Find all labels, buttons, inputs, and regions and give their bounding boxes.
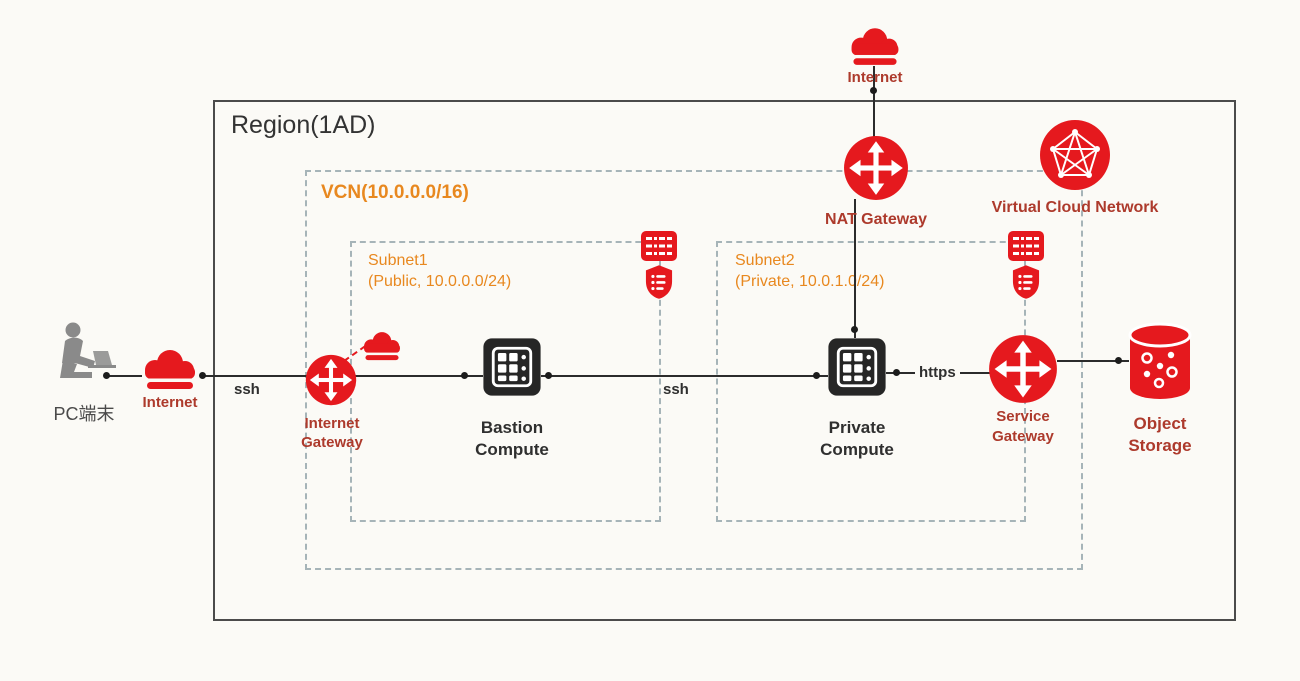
- internet-gateway-icon: [305, 354, 357, 406]
- subnet2-cidr: (Private, 10.0.1.0/24): [735, 273, 885, 290]
- internet-top-label: Internet: [847, 69, 903, 86]
- service-gateway-label: Service Gateway: [992, 408, 1054, 445]
- subnet1-title: Subnet1: [368, 252, 428, 269]
- ssh-label-mid: ssh: [663, 381, 689, 398]
- endpoint-dot: [813, 372, 820, 379]
- internet-cloud-icon: [845, 27, 905, 67]
- internet-cloud-icon: [138, 349, 202, 391]
- person-icon: [46, 320, 118, 384]
- service-gateway-icon: [988, 334, 1058, 404]
- edge-internet-nat: [873, 66, 875, 137]
- vcn-boundary: [305, 170, 1083, 570]
- endpoint-dot: [199, 372, 206, 379]
- edge-nat-private: [854, 199, 856, 338]
- nat-gateway-icon: [843, 135, 909, 201]
- vcn-title: VCN(10.0.0.0/16): [321, 182, 469, 203]
- object-storage-label: Object Storage: [1128, 414, 1192, 455]
- object-storage-icon: [1126, 322, 1194, 402]
- edge-bastion-private: [541, 375, 828, 377]
- endpoint-dot: [461, 372, 468, 379]
- nat-gateway-label: NAT Gateway: [825, 211, 927, 228]
- edge-igw-bastion: [355, 375, 483, 377]
- region-title: Region(1AD): [231, 111, 376, 139]
- private-compute-icon: [827, 337, 887, 397]
- endpoint-dot: [103, 372, 110, 379]
- bastion-compute-label: Bastion Compute: [475, 418, 549, 459]
- igw-cloud-icon: [359, 331, 405, 362]
- private-compute-label: Private Compute: [820, 418, 894, 459]
- route-table-icon: [1008, 231, 1044, 261]
- region-boundary: [213, 100, 1236, 621]
- edge-internet-igw: [200, 375, 307, 377]
- security-list-icon: [1012, 264, 1040, 300]
- https-label: https: [915, 364, 960, 381]
- edge-sgw-storage: [1057, 360, 1129, 362]
- subnet1-cidr: (Public, 10.0.0.0/24): [368, 273, 512, 290]
- internet-gateway-label: Internet Gateway: [301, 415, 363, 451]
- endpoint-dot: [870, 87, 877, 94]
- internet-left-label: Internet: [142, 394, 198, 411]
- virtual-cloud-network-icon: [1039, 119, 1111, 191]
- subnet2-title: Subnet2: [735, 252, 795, 269]
- security-list-icon: [645, 264, 673, 300]
- virtual-cloud-network-label: Virtual Cloud Network: [991, 199, 1159, 216]
- bastion-compute-icon: [482, 337, 542, 397]
- edge-pc-internet: [106, 375, 142, 377]
- endpoint-dot: [893, 369, 900, 376]
- endpoint-dot: [545, 372, 552, 379]
- pc-label: PC端末: [53, 404, 115, 424]
- endpoint-dot: [1115, 357, 1122, 364]
- route-table-icon: [641, 231, 677, 261]
- endpoint-dot: [851, 326, 858, 333]
- ssh-label-left: ssh: [234, 381, 260, 398]
